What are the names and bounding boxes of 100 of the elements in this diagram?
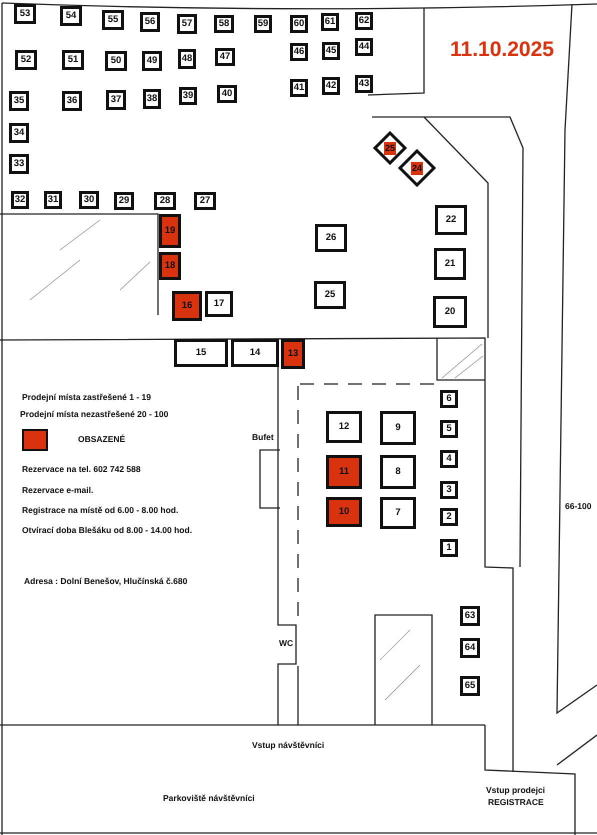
legend-text: OBSAZENÉ: [78, 435, 126, 444]
stall-number: 59: [258, 19, 268, 29]
stall-box: [440, 420, 458, 438]
stall-number: 10: [338, 507, 350, 517]
stall-box: [217, 85, 237, 103]
entrance-label: Vstup prodejci: [486, 786, 546, 796]
stall-number: 9: [395, 423, 401, 433]
stall-box: [142, 51, 162, 71]
stall-number: 56: [144, 17, 156, 27]
stall-number: 32: [14, 195, 26, 205]
stall-box: [172, 291, 202, 321]
stall-number: 63: [464, 611, 476, 621]
stall-number: 2: [446, 512, 452, 522]
stall-box: [290, 79, 308, 97]
stall-box: [106, 90, 126, 110]
stall-box: [9, 91, 29, 111]
stall-box: [440, 508, 458, 526]
stall-number: 50: [110, 56, 122, 66]
stall-number: 19: [164, 226, 176, 236]
info-text: Rezervace e-mail.: [22, 486, 94, 496]
stall-box: [177, 14, 197, 34]
stall-number: 62: [358, 16, 370, 26]
stall-box: [178, 49, 196, 69]
stall-box: [143, 89, 161, 109]
stall-number: 5: [446, 424, 452, 434]
stall-number: 61: [324, 17, 336, 27]
stall-box: [140, 12, 160, 32]
stall-number: 22: [446, 215, 456, 225]
stall-box: [44, 191, 62, 209]
stall-number: 30: [84, 195, 94, 205]
stall-box: [290, 15, 308, 33]
stall-diamond: [398, 149, 436, 187]
stall-box: [11, 191, 29, 209]
stall-number: 26: [326, 233, 336, 243]
stall-number: 40: [222, 89, 232, 99]
address-text: Adresa : Dolní Benešov, Hlučínská č.680: [24, 577, 188, 586]
stall-number: 21: [444, 259, 456, 269]
stall-number: 18: [164, 261, 176, 271]
stall-box: [322, 42, 340, 60]
stall-box: [205, 291, 233, 317]
stall-number: 14: [250, 348, 260, 358]
stall-box: [355, 12, 373, 30]
stall-box: [460, 676, 480, 696]
stall-number: 35: [14, 96, 24, 106]
stall-number: 25: [324, 290, 336, 300]
stall-box: [215, 48, 235, 66]
stall-diamond: [373, 131, 407, 165]
entrance-label: REGISTRACE: [488, 798, 544, 808]
stall-number: 38: [146, 94, 158, 104]
entrance-label: Vstup návštěvníci: [252, 741, 324, 750]
info-text: Otvírací doba Blešáku od 8.00 - 14.00 hod.: [22, 526, 192, 536]
stall-box: [179, 87, 197, 105]
stall-box: [440, 481, 458, 499]
stall-number: 8: [395, 467, 401, 477]
stall-number: 51: [68, 55, 78, 65]
stall-box: [290, 43, 308, 61]
stall-number: 27: [200, 196, 210, 206]
stall-number: 43: [358, 79, 370, 89]
stall-number: 33: [14, 159, 24, 169]
stall-box: [433, 296, 467, 328]
stall-box: [380, 455, 416, 489]
stall-box: [326, 455, 362, 489]
stall-box: [321, 13, 339, 31]
stall-number: 15: [196, 348, 206, 358]
stall-number: 6: [446, 394, 452, 404]
stall-box: [380, 411, 416, 445]
info-text: Prodejní místa nezastřešené 20 - 100: [20, 410, 168, 420]
stall-box: [460, 638, 480, 658]
stall-number: 13: [288, 349, 298, 359]
stall-number: 12: [338, 422, 350, 432]
stall-box: [434, 248, 466, 280]
stall-box: [326, 497, 362, 527]
stall-number: 41: [294, 83, 304, 93]
stall-box: [315, 224, 347, 252]
stall-box: [9, 154, 29, 174]
stall-number: 58: [218, 19, 230, 29]
stall-number: 47: [220, 52, 230, 62]
stall-number: 3: [446, 485, 452, 495]
info-text: Rezervace na tel. 602 742 588: [22, 465, 141, 474]
stall-box: [440, 450, 458, 468]
stall-number: 64: [464, 643, 476, 653]
stall-box: [281, 339, 305, 369]
stall-box: [355, 38, 373, 56]
stall-number: 17: [214, 299, 224, 309]
stall-number: 31: [48, 195, 58, 205]
stall-box: [9, 123, 29, 143]
stall-number: 46: [294, 47, 304, 57]
stall-box: [79, 191, 99, 209]
stall-number: 45: [326, 46, 336, 56]
stall-box: [114, 192, 134, 210]
stall-number: 39: [182, 91, 194, 101]
area-label: Parkoviště návštěvníci: [163, 794, 255, 804]
stall-box: [355, 75, 373, 93]
stall-number: 37: [110, 95, 122, 105]
stall-number: 57: [182, 19, 192, 29]
info-text: Registrace na místě od 6.00 - 8.00 hod.: [22, 506, 178, 516]
stall-box: [214, 15, 234, 33]
stall-box: [380, 497, 416, 529]
stall-box: [322, 77, 340, 95]
stall-box: [440, 539, 458, 557]
